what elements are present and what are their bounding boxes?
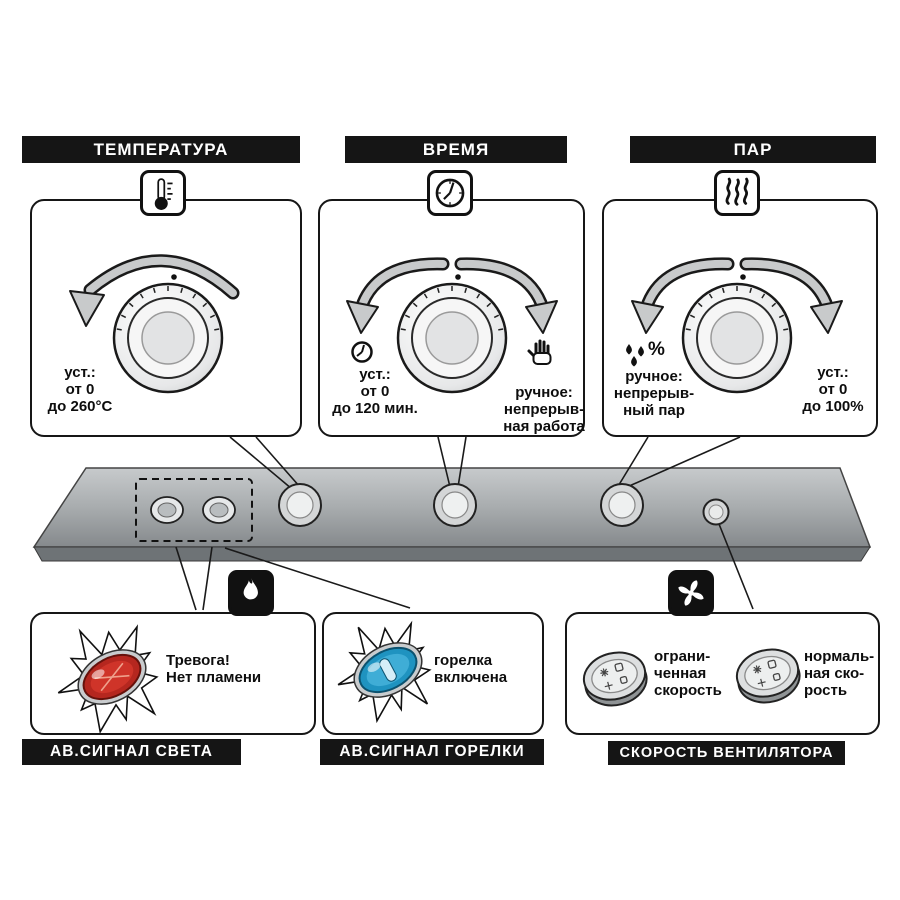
fan-speed-panel [565,612,880,735]
connector-lines [175,436,754,611]
fan-limited-note: ограни- ченная скорость [654,648,722,700]
time-knob-physical [433,483,477,527]
temperature-section-label: ТЕМПЕРАТУРА [22,136,300,163]
flame-icon [228,570,274,616]
steam-icon [714,170,760,216]
burner-lamp-callout [337,620,432,724]
steam-section-title: ПАР [733,139,773,159]
time-dial [396,274,508,394]
burner-alarm-title: АВ.СИГНАЛ ГОРЕЛКИ [339,743,525,760]
burner-alarm-section-label: АВ.СИГНАЛ ГОРЕЛКИ [320,739,544,765]
fan-normal-note: нормаль- ная ско- рость [804,648,875,700]
temperature-range-note: уст.: от 0 до 260°C [47,364,113,416]
time-dial-arrow-right [454,257,558,334]
temperature-dial-arrow [69,254,240,327]
fan-speed-title: СКОРОСТЬ ВЕНТИЛЯТОРА [619,745,834,761]
fan-icon [668,570,714,616]
pilot-lamps-group [135,478,253,542]
temperature-knob-physical [278,483,322,527]
time-manual-note: ручное: непрерыв- ная работа [503,384,585,436]
timer-clock-icon [351,341,373,363]
thermometer-icon [140,170,186,216]
light-alarm-panel [30,612,316,735]
light-alarm-section-label: АВ.СИГНАЛ СВЕТА [22,739,241,765]
steam-knob-physical [600,483,644,527]
control-strip-front-edge [33,546,871,562]
temperature-section-title: ТЕМПЕРАТУРА [93,139,229,159]
steam-dial-arrow-left [631,257,735,334]
time-range-note: уст.: от 0 до 120 мин. [332,366,418,418]
time-section-label: ВРЕМЯ [345,136,567,163]
clock-icon [427,170,473,216]
alarm-lamp-callout [57,624,159,734]
steam-manual-note: ручное: непрерыв- ный пар [613,368,695,420]
fan-speed-knob-limited [582,651,648,707]
burner-note: горелка включена [434,652,508,687]
alarm-note: Тревога! Нет пламени [166,652,262,687]
steam-range-note: уст.: от 0 до 100% [802,364,864,416]
steam-section-label: ПАР [630,136,876,163]
steam-dial [681,274,793,394]
time-section-title: ВРЕМЯ [422,139,490,159]
temperature-dial [112,274,224,394]
fan-speed-knob-normal [735,648,801,704]
time-dial-arrow-left [346,257,450,334]
percent-symbol: % [648,339,665,360]
light-alarm-title: АВ.СИГНАЛ СВЕТА [50,743,213,760]
steam-dial-arrow-right [739,257,843,334]
fan-speed-section-label: СКОРОСТЬ ВЕНТИЛЯТОРА [608,741,845,765]
fan-indicator-lamp [702,498,730,526]
burner-lamp [353,642,423,698]
alarm-lamp [77,649,147,705]
steam-drops-icon [626,344,644,367]
pilot-lamps-dashed-outline [135,478,253,542]
manual-hand-icon [527,339,552,365]
